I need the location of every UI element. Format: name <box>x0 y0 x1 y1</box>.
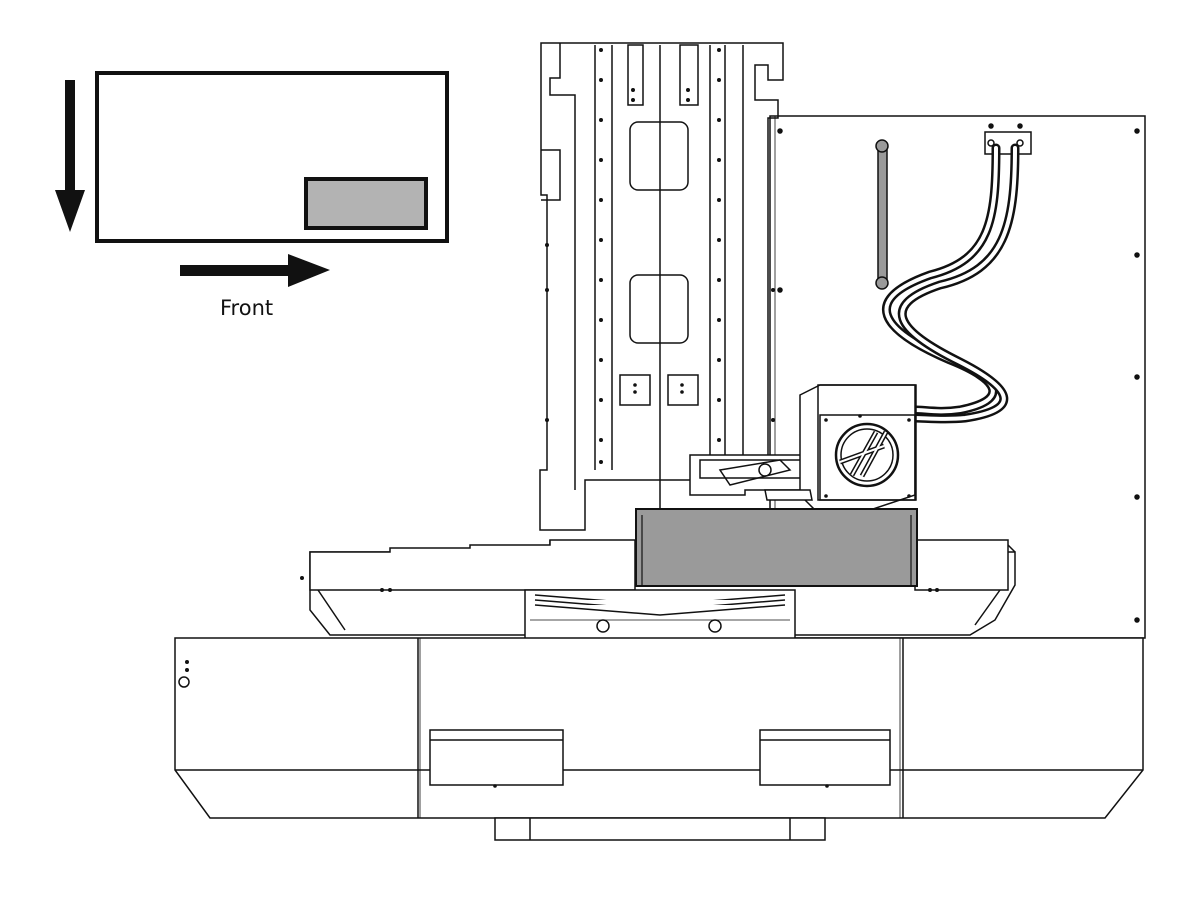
orientation-key-highlight <box>304 177 428 230</box>
way-cover <box>524 589 796 641</box>
machine-base <box>174 637 1144 841</box>
right-arrow-icon <box>180 254 330 287</box>
down-arrow-icon <box>55 80 85 232</box>
front-label: Front <box>220 296 274 320</box>
coolant-hoses <box>882 143 1020 424</box>
haas-logo-small <box>758 463 772 477</box>
orientation-key-outline <box>95 71 449 243</box>
haas-logo-icon <box>834 422 900 488</box>
work-table-highlight <box>635 508 918 587</box>
rotary-unit <box>689 384 917 511</box>
coolant-fitting <box>984 123 1032 155</box>
haas-logo-base <box>178 676 190 688</box>
machine-column <box>539 42 784 531</box>
handle-rod <box>875 139 889 290</box>
orientation-key <box>55 71 449 287</box>
